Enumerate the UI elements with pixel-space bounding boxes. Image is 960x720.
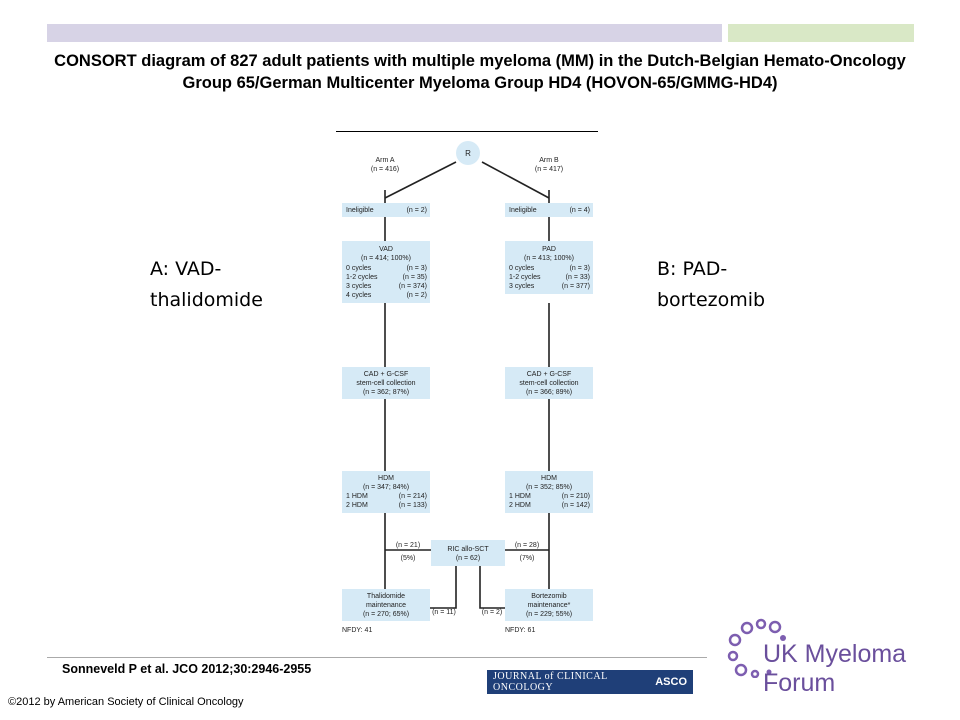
hdm-a-count: (n = 347; 84%) (363, 484, 409, 491)
allo-sct-title: RIC allo-SCT (447, 546, 489, 553)
maintenance-a-count: (n = 270; 65%) (363, 611, 409, 618)
induction-b-count: (n = 413; 100%) (524, 255, 574, 262)
induction-a-row-label: 1-2 cycles (346, 274, 378, 281)
induction-a-row-label: 3 cycles (346, 283, 372, 290)
header-bar-left (47, 24, 722, 42)
allo-sct-box (431, 540, 505, 566)
induction-a-row-count: (n = 3) (407, 265, 427, 272)
induction-a-title: VAD (379, 246, 393, 253)
logo-text: UK Myeloma Forum (763, 640, 907, 697)
ineligible-a-box (342, 203, 430, 217)
maintenance-b-box (505, 589, 593, 621)
induction-a-row-count: (n = 35) (403, 274, 427, 281)
induction-a-row-count: (n = 374) (399, 283, 427, 290)
randomization-label: R (465, 149, 471, 158)
hdm-a-box (342, 471, 430, 513)
journal-name: JOURNAL of CLINICAL ONCOLOGY (493, 671, 608, 693)
hdm-b-row-label: 2 HDM (509, 502, 531, 509)
induction-b-row-count: (n = 33) (566, 274, 590, 281)
allo-sct-count: (n = 62) (456, 555, 480, 562)
maintenance-b-count: (n = 229; 55%) (526, 611, 572, 618)
induction-b-row-label: 0 cycles (509, 265, 535, 272)
induction-b-box (505, 241, 593, 294)
ineligible-a-label: Ineligible (346, 207, 374, 214)
collection-b-line1: CAD + G-CSF (527, 371, 572, 378)
to-allo-b-count: (n = 28) (515, 542, 539, 549)
collection-b-line2: stem-cell collection (519, 380, 578, 387)
induction-a-box (342, 241, 430, 303)
nfdy-b: NFDY: 61 (505, 627, 535, 634)
nfdy-a: NFDY: 41 (342, 627, 372, 634)
arm-b-description-text: B: PAD-bortezomib (657, 258, 766, 311)
citation: Sonneveld P et al. JCO 2012;30:2946-2955 (62, 662, 312, 676)
maintenance-b-line1: Bortezomib (531, 593, 567, 600)
hdm-b-count: (n = 352; 85%) (526, 484, 572, 491)
arm-a-name: Arm A (375, 157, 394, 164)
induction-a-row-count: (n = 2) (407, 292, 427, 299)
randomization-node (456, 141, 480, 165)
allo-to-a-count: (n = 11) (432, 609, 456, 616)
induction-b-title: PAD (542, 246, 556, 253)
arm-b-count: (n = 417) (535, 166, 563, 173)
hdm-a-title: HDM (378, 475, 394, 482)
induction-b-row-label: 1-2 cycles (509, 274, 541, 281)
induction-a-row-label: 0 cycles (346, 265, 372, 272)
hdm-b-title: HDM (541, 475, 557, 482)
copyright: ©2012 by American Society of Clinical On… (8, 696, 244, 708)
maintenance-b-line2: maintenance* (528, 602, 571, 609)
allo-to-b-count: (n = 2) (482, 609, 502, 616)
to-allo-b-percent: (7%) (520, 555, 535, 562)
to-allo-a-percent: (5%) (401, 555, 416, 562)
arm-b-name: Arm B (539, 157, 559, 164)
collection-a-line2: stem-cell collection (356, 380, 415, 387)
maintenance-a-line2: maintenance (366, 602, 406, 609)
ineligible-b-count: (n = 4) (570, 207, 590, 214)
ineligible-a-count: (n = 2) (407, 207, 427, 214)
hdm-b-row-count: (n = 142) (562, 502, 590, 509)
hdm-a-row-count: (n = 133) (399, 502, 427, 509)
arm-a-description: A: VAD-thalidomide (150, 254, 280, 316)
arm-a-description-text: A: VAD-thalidomide (150, 258, 263, 311)
induction-a-row-label: 4 cycles (346, 292, 372, 299)
ineligible-b-box (505, 203, 593, 217)
maintenance-a-line1: Thalidomide (367, 593, 405, 600)
hdm-a-row-count: (n = 214) (399, 493, 427, 500)
to-allo-a-count: (n = 21) (396, 542, 420, 549)
footer-divider (47, 657, 707, 658)
line-root-arm-b (481, 161, 550, 199)
journal-publisher: ASCO (655, 676, 687, 688)
slide-title: CONSORT diagram of 827 adult patients wi… (54, 52, 906, 92)
arm-b-description: B: PAD-bortezomib (657, 254, 777, 316)
line-allo-to-a (430, 566, 457, 609)
induction-b-row-count: (n = 3) (570, 265, 590, 272)
induction-a-count: (n = 414; 100%) (361, 255, 411, 262)
header-bar-right (728, 24, 914, 42)
uk-myeloma-forum-logo-icon (727, 618, 786, 678)
ineligible-b-label: Ineligible (509, 207, 537, 214)
hdm-b-row-count: (n = 210) (562, 493, 590, 500)
hdm-a-row-label: 1 HDM (346, 493, 368, 500)
induction-b-row-label: 3 cycles (509, 283, 535, 290)
arm-a-count: (n = 416) (371, 166, 399, 173)
induction-b-row-count: (n = 377) (562, 283, 590, 290)
line-root-arm-a (384, 161, 457, 199)
collection-b-box (505, 367, 593, 399)
title-underline (336, 131, 598, 132)
hdm-b-box (505, 471, 593, 513)
line-allo-to-b (479, 566, 506, 609)
collection-a-box (342, 367, 430, 399)
hdm-b-row-label: 1 HDM (509, 493, 531, 500)
collection-b-count: (n = 366; 89%) (526, 389, 572, 396)
hdm-a-row-label: 2 HDM (346, 502, 368, 509)
journal-banner: JOURNAL of CLINICAL ONCOLOGY ASCO (487, 670, 693, 694)
maintenance-a-box (342, 589, 430, 621)
collection-a-line1: CAD + G-CSF (364, 371, 409, 378)
collection-a-count: (n = 362; 87%) (363, 389, 409, 396)
